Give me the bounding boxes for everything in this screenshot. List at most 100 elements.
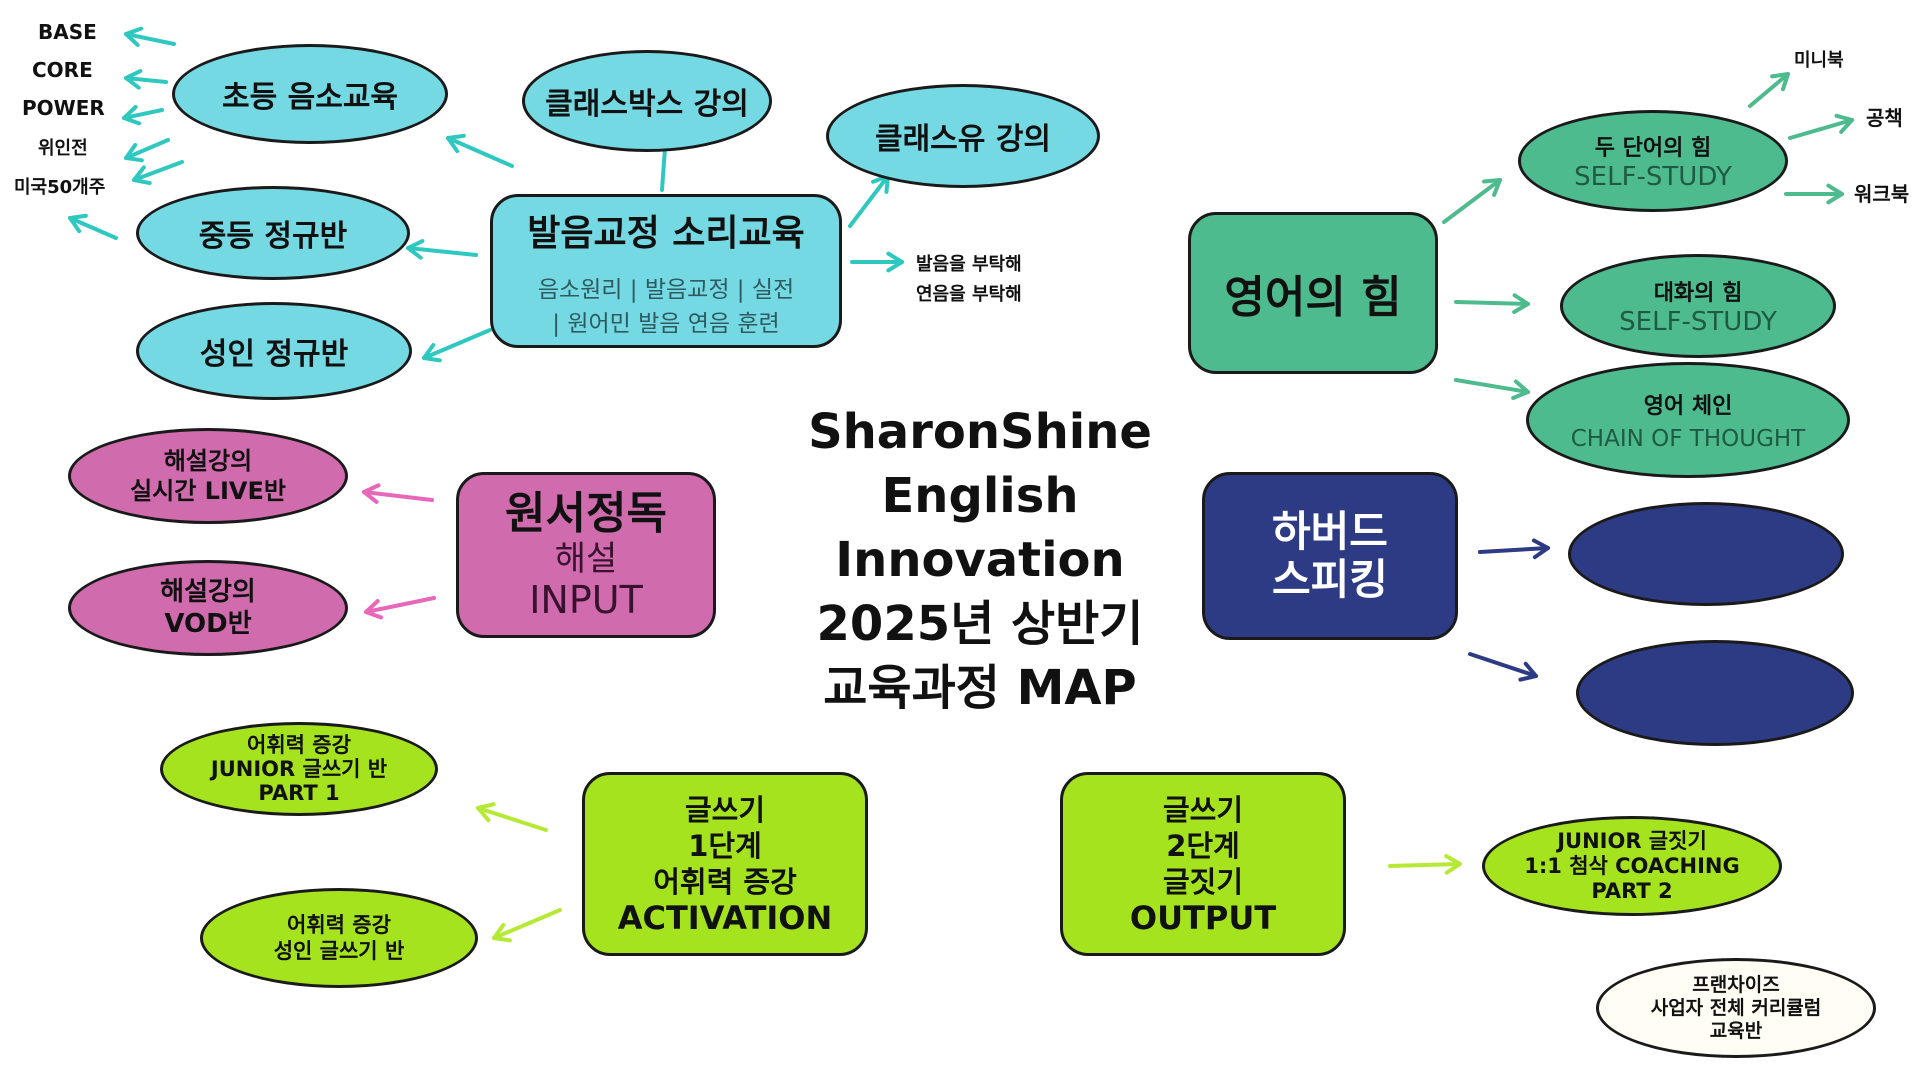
- live-lecture-node: 해설강의 실시간 LIVE반: [68, 428, 348, 524]
- junior-writing-line-3: PART 1: [258, 781, 340, 805]
- arrow-to-middle: [406, 239, 478, 260]
- book-notebook: 공책: [1866, 106, 1903, 130]
- arrow-to-chain: [1454, 378, 1530, 401]
- writing-2-line-2: 2단계: [1166, 829, 1240, 863]
- pronunciation-subtitle-1: 음소원리 | 발음교정 | 실전: [537, 277, 795, 303]
- adult-writing-line-1: 어휘력 증강: [287, 913, 391, 937]
- title-line-3: Innovation: [835, 532, 1125, 588]
- level-power: POWER: [22, 96, 105, 120]
- adult-writing-line-2: 성인 글쓰기 반: [273, 939, 405, 963]
- power-of-english-box: 영어의 힘: [1188, 212, 1438, 374]
- writing-2-line-4: OUTPUT: [1129, 899, 1277, 937]
- conversation-node: 대화의 힘 SELF-STUDY: [1560, 254, 1836, 358]
- vod-lecture-line-2: VOD반: [164, 609, 252, 639]
- adult-regular-node: 성인 정규반: [136, 302, 412, 400]
- book-mini: 미니북: [1794, 50, 1844, 71]
- franchise-line-2: 사업자 전체 커리큘럼: [1650, 996, 1822, 1019]
- arrow-to-core: [124, 69, 168, 90]
- live-lecture-line-2: 실시간 LIVE반: [130, 477, 286, 505]
- classu-lecture-node: 클래스유 강의: [826, 84, 1100, 188]
- arrow-to-base: [124, 26, 176, 47]
- writing-1-line-4: ACTIVATION: [617, 899, 833, 937]
- elementary-phonics-label: 초등 음소교육: [221, 80, 399, 115]
- english-chain-title: 영어 체인: [1643, 394, 1733, 419]
- franchise-line-1: 프랜차이즈: [1692, 973, 1780, 996]
- arrow-to-workbook: [1784, 183, 1844, 205]
- elementary-phonics-node: 초등 음소교육: [172, 44, 448, 144]
- arrow-to-below-states: [68, 213, 118, 240]
- writing-stage-1-box: 글쓰기 1단계 어휘력 증강 ACTIVATION: [582, 772, 868, 956]
- harvard-line-2: 스피킹: [1272, 555, 1388, 604]
- junior-writing-line-1: 어휘력 증강: [247, 733, 351, 757]
- arrow-to-harvard-2: [1468, 652, 1538, 682]
- request-linking: 연음을 부탁해: [916, 284, 1022, 305]
- harvard-child-node-2: [1576, 640, 1854, 746]
- arrow-to-50-states: [132, 160, 184, 186]
- two-words-title: 두 단어의 힘: [1594, 136, 1712, 161]
- middle-regular-label: 중등 정규반: [198, 219, 348, 254]
- arrow-to-harvard-1: [1478, 538, 1550, 560]
- writing-2-line-1: 글쓰기: [1162, 793, 1244, 827]
- english-chain-node: 영어 체인 CHAIN OF THOUGHT: [1526, 362, 1850, 478]
- arrow-to-elementary: [446, 133, 514, 168]
- pronunciation-title: 발음교정 소리교육: [527, 213, 805, 254]
- junior-writing-line-2: JUNIOR 글쓰기 반: [210, 757, 388, 781]
- page-title: SharonShine English Innovation 2025년 상반기…: [790, 400, 1170, 720]
- arrow-to-requests: [850, 251, 904, 273]
- arrow-to-conversation: [1454, 293, 1530, 314]
- two-words-node: 두 단어의 힘 SELF-STUDY: [1518, 110, 1788, 212]
- coaching-line-2: 1:1 첨삭 COACHING: [1524, 853, 1740, 878]
- harvard-line-1: 하버드: [1272, 507, 1388, 556]
- arrow-to-classu: [848, 174, 890, 228]
- classbox-lecture-node: 클래스박스 강의: [522, 50, 772, 152]
- arrow-to-coaching: [1388, 854, 1462, 875]
- pronunciation-subtitle-2: | 원어민 발음 연음 훈련: [552, 311, 780, 337]
- level-50-states: 미국50개주: [14, 177, 106, 198]
- writing-1-line-2: 1단계: [688, 829, 762, 863]
- power-of-english-label: 영어의 힘: [1224, 272, 1402, 323]
- classbox-lecture-label: 클래스박스 강의: [545, 87, 749, 122]
- writing-1-line-1: 글쓰기: [684, 793, 766, 827]
- reading-center-box: 원서정독 해설 INPUT: [456, 472, 716, 638]
- middle-regular-node: 중등 정규반: [136, 186, 410, 280]
- classu-lecture-label: 클래스유 강의: [874, 122, 1052, 157]
- writing-1-line-3: 어휘력 증강: [653, 865, 797, 899]
- book-workbook: 워크북: [1854, 182, 1910, 206]
- arrow-to-notebook: [1788, 113, 1854, 140]
- arrow-to-adult-writing: [492, 908, 562, 943]
- reading-sub-2: INPUT: [529, 578, 643, 622]
- title-line-2: English: [881, 468, 1079, 524]
- harvard-speaking-box: 하버드 스피킹: [1202, 472, 1458, 640]
- live-lecture-line-1: 해설강의: [163, 447, 253, 475]
- level-biography: 위인전: [38, 138, 88, 159]
- arrow-to-live: [362, 483, 434, 504]
- coaching-line-3: PART 2: [1591, 878, 1673, 903]
- arrow-to-biography: [124, 138, 170, 163]
- adult-writing-node: 어휘력 증강 성인 글쓰기 반: [200, 888, 478, 988]
- conversation-title: 대화의 힘: [1653, 281, 1743, 306]
- junior-writing-node: 어휘력 증강 JUNIOR 글쓰기 반 PART 1: [160, 722, 438, 816]
- two-words-sub: SELF-STUDY: [1574, 162, 1732, 192]
- coaching-line-1: JUNIOR 글짓기: [1557, 828, 1707, 853]
- franchise-line-3: 교육반: [1709, 1019, 1763, 1042]
- franchise-node: 프랜차이즈 사업자 전체 커리큘럼 교육반: [1596, 958, 1876, 1058]
- arrow-to-power: [122, 105, 164, 126]
- arrow-to-vod: [364, 596, 436, 620]
- adult-regular-label: 성인 정규반: [199, 337, 349, 372]
- title-line-5: 교육과정 MAP: [823, 660, 1137, 716]
- writing-stage-2-box: 글쓰기 2단계 글짓기 OUTPUT: [1060, 772, 1346, 956]
- english-chain-sub: CHAIN OF THOUGHT: [1570, 426, 1806, 452]
- harvard-child-node-1: [1568, 502, 1844, 606]
- title-line-4: 2025년 상반기: [816, 596, 1144, 652]
- vod-lecture-line-1: 해설강의: [160, 577, 256, 607]
- arrow-to-junior-writing: [476, 802, 548, 832]
- request-pronunciation: 발음을 부탁해: [916, 254, 1022, 275]
- reading-title: 원서정독: [505, 488, 667, 539]
- level-core: CORE: [32, 58, 93, 82]
- junior-coaching-node: JUNIOR 글짓기 1:1 첨삭 COACHING PART 2: [1482, 816, 1782, 916]
- arrow-to-mini-book: [1748, 72, 1790, 108]
- reading-sub-1: 해설: [554, 539, 618, 579]
- pronunciation-center-box: 발음교정 소리교육 음소원리 | 발음교정 | 실전 | 원어민 발음 연음 훈…: [490, 194, 842, 348]
- writing-2-line-3: 글짓기: [1162, 865, 1244, 899]
- arrow-to-adult: [422, 328, 492, 363]
